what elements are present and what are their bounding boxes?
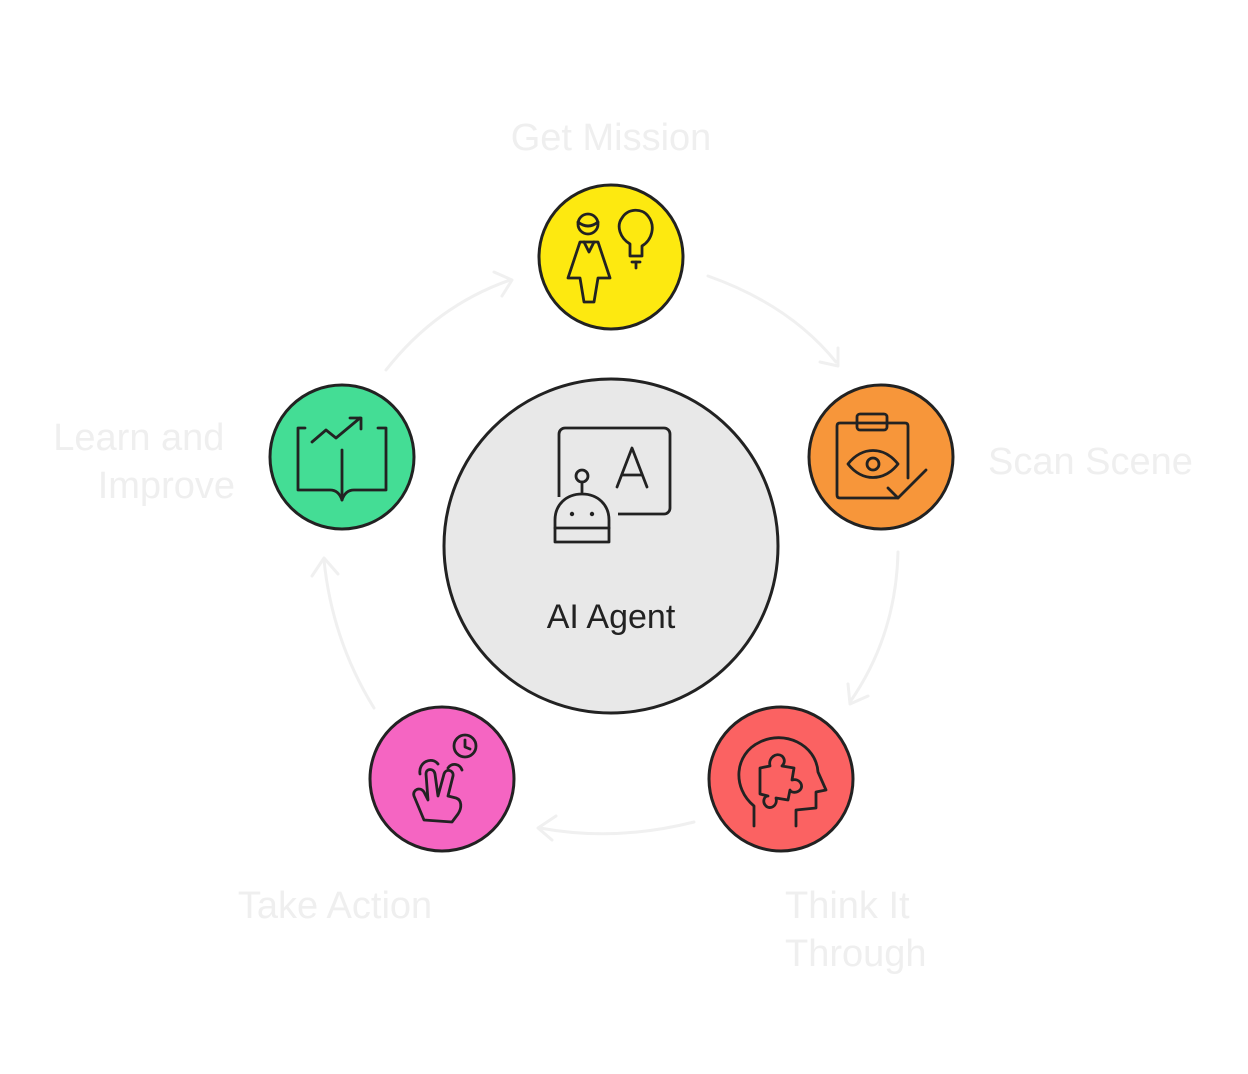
step-label-line: Think It	[785, 885, 910, 927]
connector-action-to-learn	[310, 556, 376, 710]
step-scan-scene: Scan Scene	[807, 383, 1193, 531]
step-think-it-through: Think It Through	[707, 705, 927, 975]
cycle-connectors	[310, 270, 900, 842]
center-node: AI Agent	[442, 377, 780, 715]
connector-scan-to-think	[846, 550, 900, 706]
step-label-line: Take Action	[238, 885, 432, 927]
connector-learn-to-mission	[384, 270, 514, 372]
connector-think-to-action	[536, 814, 696, 842]
step-label-line: Learn and	[53, 417, 224, 459]
step-label-think-it-through: Think It Through	[785, 885, 927, 975]
step-label-scan-scene: Scan Scene	[988, 441, 1193, 483]
step-learn-and-improve: Learn and Improve	[53, 383, 416, 531]
book-growth-icon	[296, 416, 388, 502]
step-label-line: Improve	[98, 465, 235, 507]
step-circle-get-mission	[537, 183, 685, 331]
person-idea-icon	[566, 208, 654, 304]
center-title: AI Agent	[547, 598, 676, 636]
step-get-mission: Get Mission	[511, 117, 712, 331]
step-label-get-mission: Get Mission	[511, 117, 712, 159]
connector-mission-to-scan	[706, 274, 840, 368]
step-label-line: Through	[785, 933, 927, 975]
clipboard-eye-icon	[835, 412, 928, 500]
center-circle	[442, 377, 780, 715]
step-take-action: Take Action	[238, 705, 516, 927]
step-label-take-action: Take Action	[238, 885, 432, 927]
step-circle-scan-scene	[807, 383, 955, 531]
head-puzzle-icon	[737, 736, 828, 828]
hand-tap-clock-icon	[412, 733, 478, 824]
step-circle-think-it-through	[707, 705, 855, 853]
step-label-line: Scan Scene	[988, 441, 1193, 483]
robot-presentation-icon	[548, 426, 672, 544]
step-label-line: Get Mission	[511, 117, 712, 159]
step-label-learn-and-improve: Learn and Improve	[53, 417, 235, 507]
